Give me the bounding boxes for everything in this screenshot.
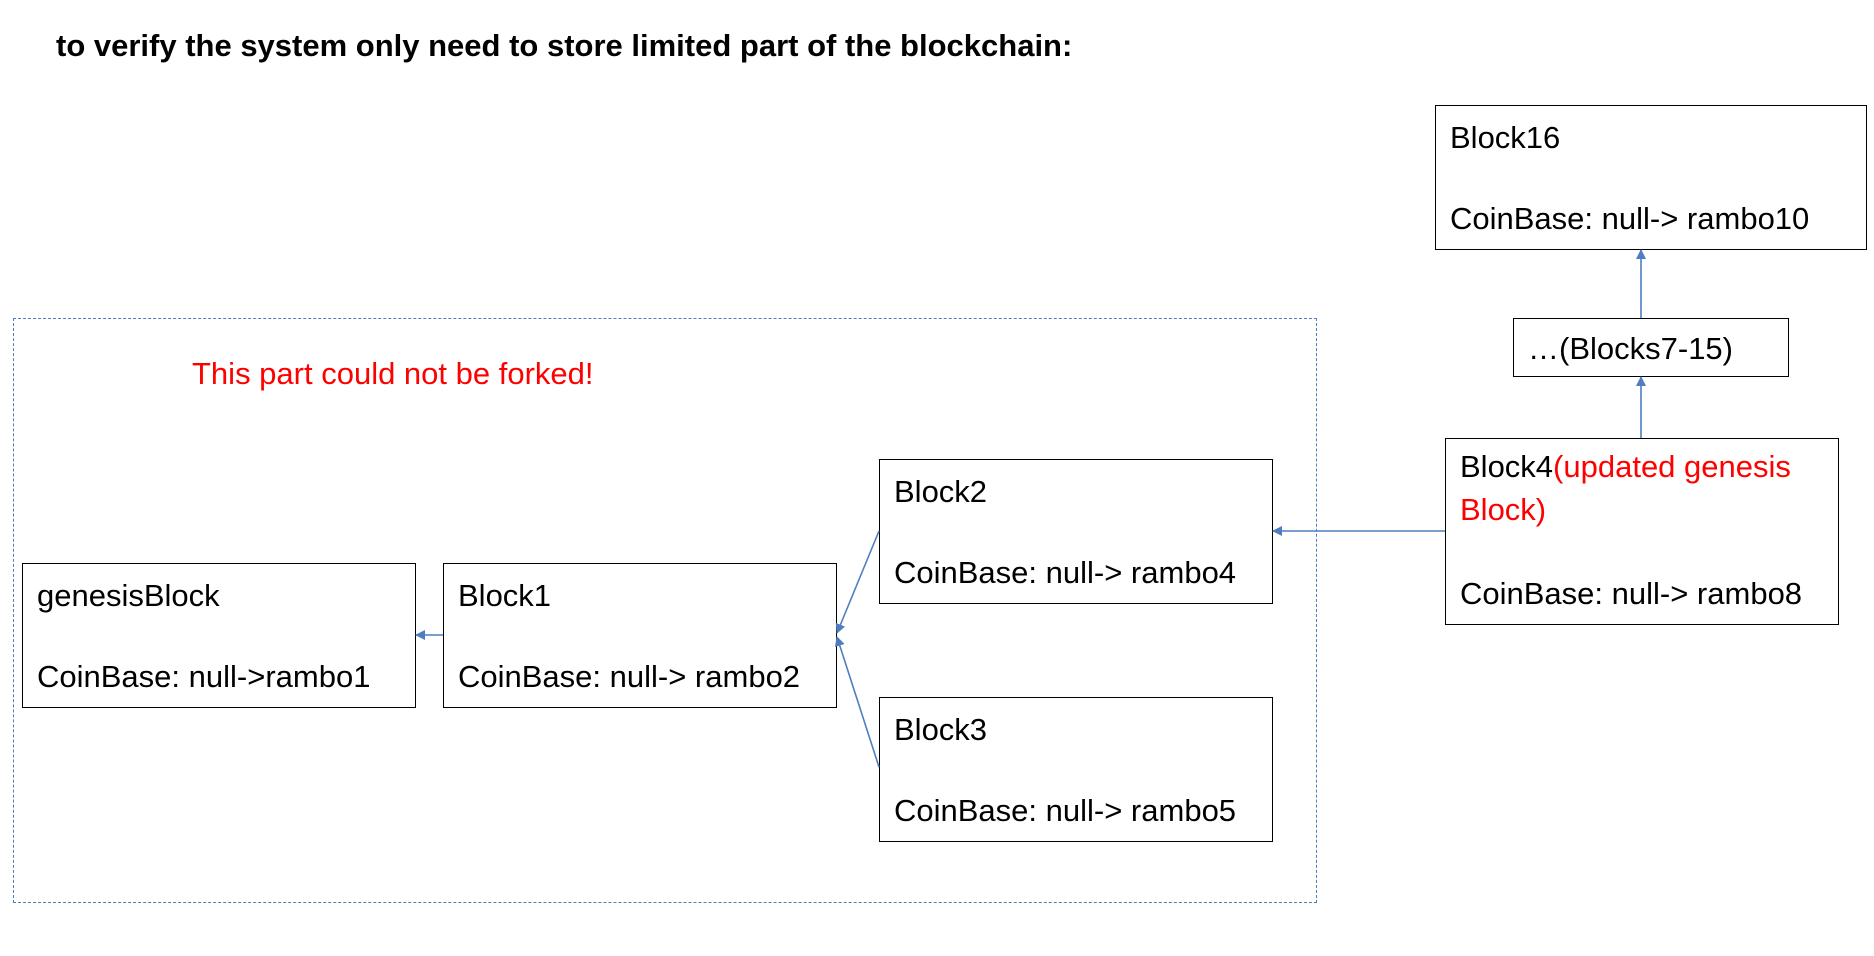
block16: Block16 CoinBase: null-> rambo10 bbox=[1435, 105, 1867, 250]
arrow-block3-to-block1 bbox=[835, 636, 880, 768]
block-name-note: (updated genesis Block) bbox=[1460, 449, 1791, 527]
block3: Block3 CoinBase: null-> rambo5 bbox=[879, 697, 1273, 842]
block-name: Block16 bbox=[1450, 120, 1561, 155]
block-name: genesisBlock bbox=[37, 578, 220, 613]
block-name: Block4(updated genesis Block) bbox=[1460, 449, 1791, 527]
block-coinbase: CoinBase: null->rambo1 bbox=[37, 659, 371, 694]
block-coinbase: CoinBase: null-> rambo10 bbox=[1450, 201, 1810, 236]
block4: Block4(updated genesis Block) CoinBase: … bbox=[1445, 438, 1839, 625]
block-coinbase: CoinBase: null-> rambo5 bbox=[894, 793, 1237, 828]
block-name: Block1 bbox=[458, 578, 552, 613]
page-title: to verify the system only need to store … bbox=[56, 28, 1073, 63]
block1: Block1 CoinBase: null-> rambo2 bbox=[443, 563, 837, 708]
intermediate-blocks-label: …(Blocks7-15) bbox=[1528, 331, 1733, 366]
block-coinbase: CoinBase: null-> rambo4 bbox=[894, 555, 1237, 590]
block-name: Block3 bbox=[894, 712, 988, 747]
unforkable-note: This part could not be forked! bbox=[192, 356, 594, 391]
genesis-block: genesisBlock CoinBase: null->rambo1 bbox=[22, 563, 416, 708]
intermediate-blocks: …(Blocks7-15) bbox=[1513, 318, 1789, 377]
arrow-block2-to-block1 bbox=[835, 530, 880, 634]
block-coinbase: CoinBase: null-> rambo2 bbox=[458, 659, 801, 694]
block2: Block2 CoinBase: null-> rambo4 bbox=[879, 459, 1273, 604]
block-name: Block2 bbox=[894, 474, 988, 509]
unforkable-region bbox=[13, 318, 1317, 903]
block-coinbase: CoinBase: null-> rambo8 bbox=[1460, 576, 1803, 611]
